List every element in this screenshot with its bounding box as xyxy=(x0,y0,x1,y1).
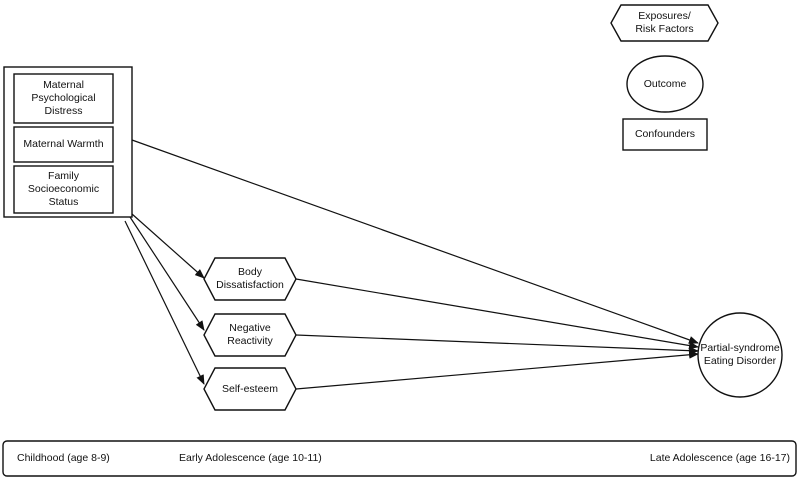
legend-exposure-hexagon xyxy=(610,4,719,42)
arrow-negative-reactivity-to-outcome xyxy=(295,334,699,355)
timeline-childhood: Childhood (age 8-9) xyxy=(17,452,110,464)
arrow-self-esteem-to-outcome xyxy=(295,350,699,390)
exposure-hexagon-self-esteem xyxy=(203,367,297,411)
exposure-hexagon-body-dissatisfaction xyxy=(203,257,297,301)
timeline-late-adolescence: Late Adolescence (age 16-17) xyxy=(649,452,790,464)
legend-outcome-ellipse xyxy=(626,55,704,113)
arrow-body-dissatisfaction-to-outcome xyxy=(295,278,699,350)
outcome-ellipse xyxy=(697,312,783,398)
arrow-confounders-to-self-esteem xyxy=(124,220,205,385)
arrow-confounders-to-outcome xyxy=(131,139,699,344)
arrow-confounders-to-body-dissatisfaction xyxy=(131,213,205,279)
arrow-confounders-to-negative-reactivity xyxy=(129,216,205,331)
timeline-box xyxy=(2,440,797,477)
confounder-box-warmth xyxy=(13,126,114,163)
confounder-box-distress xyxy=(13,73,114,124)
legend-confounder-box xyxy=(622,118,708,151)
exposure-hexagon-negative-reactivity xyxy=(203,313,297,357)
timeline-early-adolescence: Early Adolescence (age 10-11) xyxy=(179,452,322,464)
confounder-box-ses xyxy=(13,165,114,214)
